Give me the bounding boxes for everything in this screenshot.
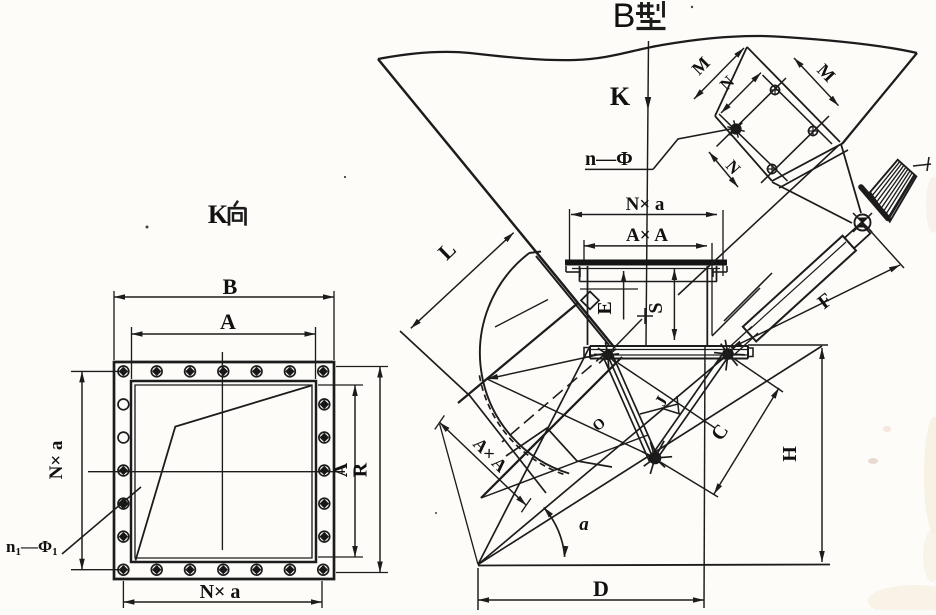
svg-text:K: K — [208, 200, 229, 229]
svg-text:n—Φ: n—Φ — [585, 148, 633, 170]
svg-text:a: a — [579, 514, 589, 535]
svg-text:K: K — [610, 82, 631, 111]
svg-text:n1—Φ1: n1—Φ1 — [6, 537, 58, 558]
svg-text:B: B — [223, 274, 238, 299]
svg-text:R: R — [350, 462, 372, 477]
svg-text:A× A: A× A — [626, 225, 668, 246]
svg-text:D: D — [593, 576, 609, 601]
svg-text:N× a: N× a — [46, 440, 67, 479]
svg-text:B: B — [613, 0, 636, 35]
svg-text:N× a: N× a — [626, 194, 665, 215]
svg-text:A: A — [330, 462, 352, 477]
svg-text:A: A — [220, 309, 236, 334]
svg-text:N× a: N× a — [200, 581, 241, 603]
svg-text:E: E — [594, 301, 616, 314]
svg-text:S: S — [645, 302, 667, 313]
svg-text:H: H — [779, 446, 801, 462]
